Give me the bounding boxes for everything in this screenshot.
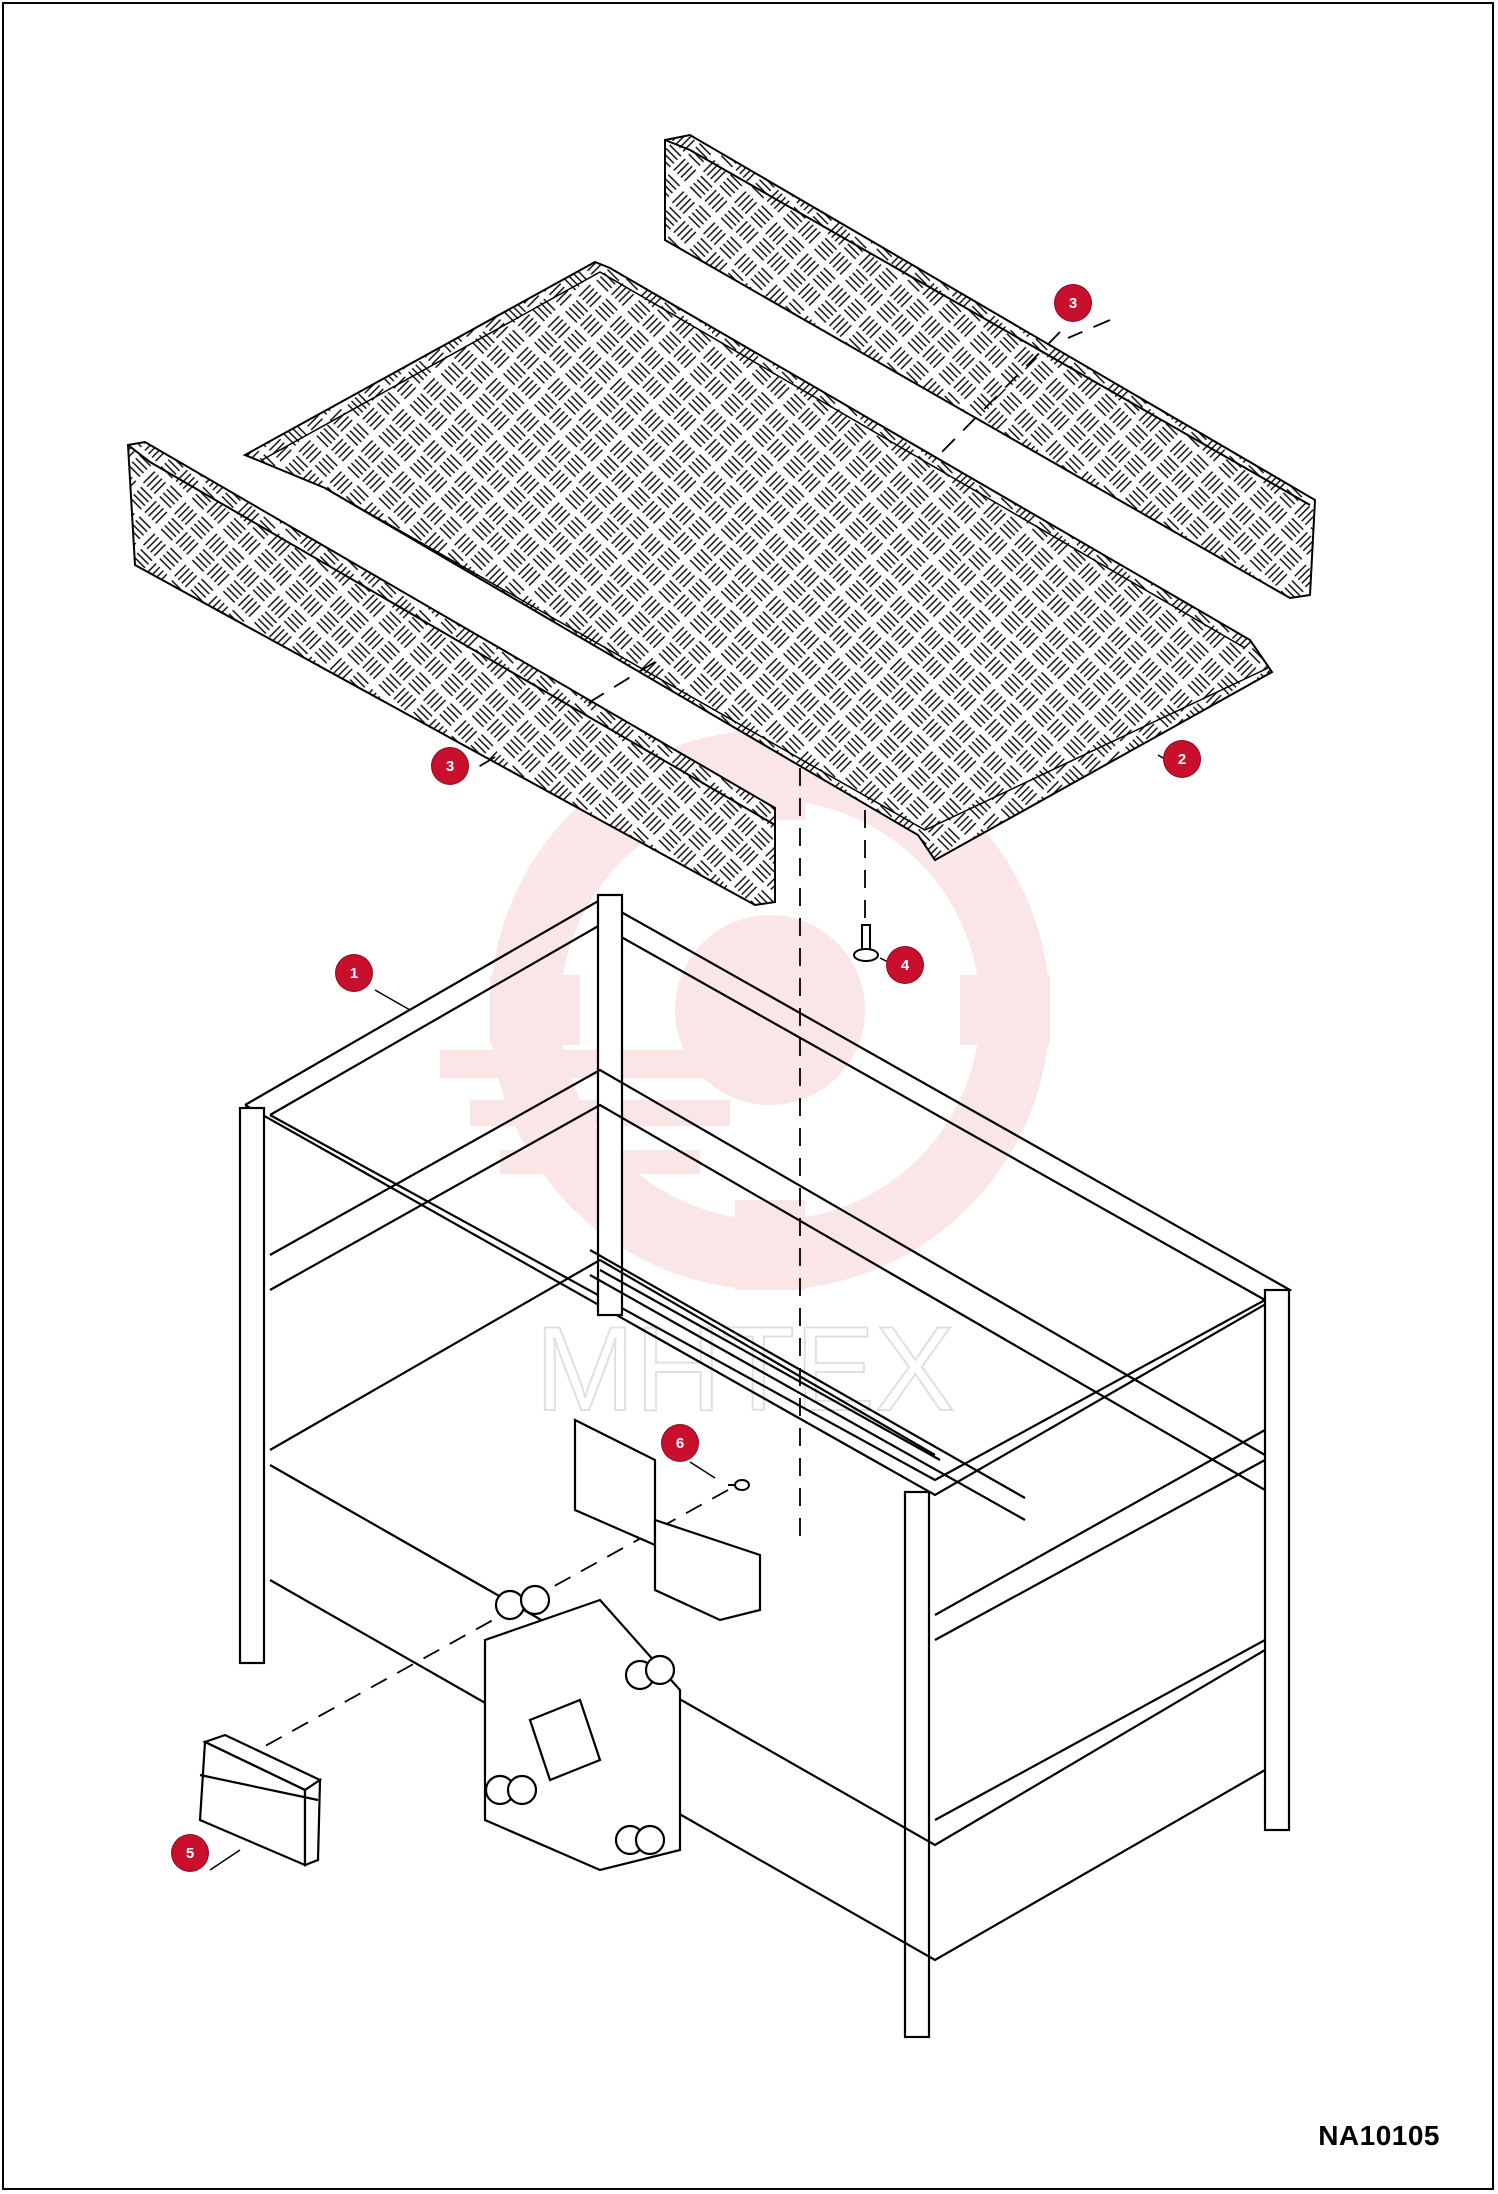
callout-part-3-rear: 3 bbox=[1055, 285, 1091, 321]
callout-part-2: 2 bbox=[1164, 741, 1200, 777]
assembly-lines bbox=[257, 319, 1111, 1751]
side-plate-rear bbox=[664, 133, 1317, 600]
side-plate-front bbox=[126, 440, 776, 907]
screw bbox=[728, 1479, 750, 1491]
drawing-number: NA10105 bbox=[1318, 2120, 1440, 2151]
callout-part-5: 5 bbox=[172, 1835, 208, 1871]
watermark-text: MHTEX bbox=[535, 1302, 955, 1436]
lift-frame bbox=[238, 893, 1293, 2039]
callout-part-3-front: 3 bbox=[432, 748, 468, 784]
callout-part-6: 6 bbox=[662, 1425, 698, 1461]
pin bbox=[853, 924, 879, 962]
callout-part-4: 4 bbox=[887, 947, 923, 983]
lift-mechanism bbox=[483, 1418, 762, 1872]
control-box bbox=[198, 1733, 323, 1867]
deck-plate bbox=[242, 260, 1274, 862]
callout-part-1: 1 bbox=[336, 955, 372, 991]
